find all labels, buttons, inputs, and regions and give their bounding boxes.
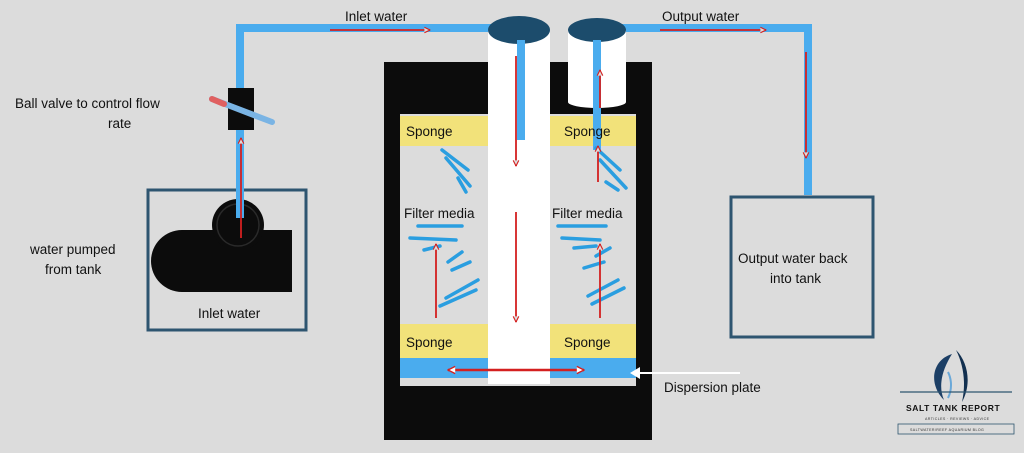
canister-base: [384, 386, 652, 440]
filter-media-left-label: Filter media: [404, 206, 475, 221]
output-back-label-line1: Output water back: [738, 251, 848, 266]
logo-tagline: ARTICLES · REVIEWS · ADVICE: [925, 417, 990, 421]
output-back-label-line2: into tank: [770, 271, 821, 286]
pump-box: [146, 188, 308, 332]
inlet-water-box-label: Inlet water: [198, 306, 261, 321]
sponge-top-right-label: Sponge: [564, 124, 611, 139]
canister-wall-left: [384, 112, 400, 388]
flow-arrows: [241, 30, 806, 370]
filter-media-left-graphic: [408, 148, 480, 308]
logo-title: SALT TANK REPORT: [906, 403, 1000, 413]
salt-tank-report-logo: SALT TANK REPORT ARTICLES · REVIEWS · AD…: [897, 350, 1015, 435]
output-tube-cap: [568, 18, 626, 42]
canister-wall-right: [636, 112, 652, 388]
ball-valve: [209, 88, 275, 130]
sponge-top-left-label: Sponge: [406, 124, 453, 139]
ball-valve-label-line1: Ball valve to control flow: [15, 96, 160, 111]
filter-media-right-label: Filter media: [552, 206, 623, 221]
pumped-label-line2: from tank: [45, 262, 102, 277]
output-water-label: Output water: [662, 9, 740, 24]
pump-icon: [151, 199, 292, 292]
dispersion-plate-label: Dispersion plate: [664, 380, 761, 395]
output-tank-box: [729, 195, 875, 339]
fish-icon: [934, 354, 952, 400]
ball-valve-label-line2: rate: [108, 116, 131, 131]
filter-media-right-graphic: [556, 146, 628, 306]
sponge-bottom-right-label: Sponge: [564, 335, 611, 350]
inlet-water-label: Inlet water: [345, 9, 408, 24]
pumped-label-line1: water pumped: [29, 242, 116, 257]
inlet-tube-cap: [488, 16, 550, 44]
sponge-bottom-left-label: Sponge: [406, 335, 453, 350]
logo-footer: SALTWATER/REEF AQUARIUM BLOG: [910, 428, 984, 432]
